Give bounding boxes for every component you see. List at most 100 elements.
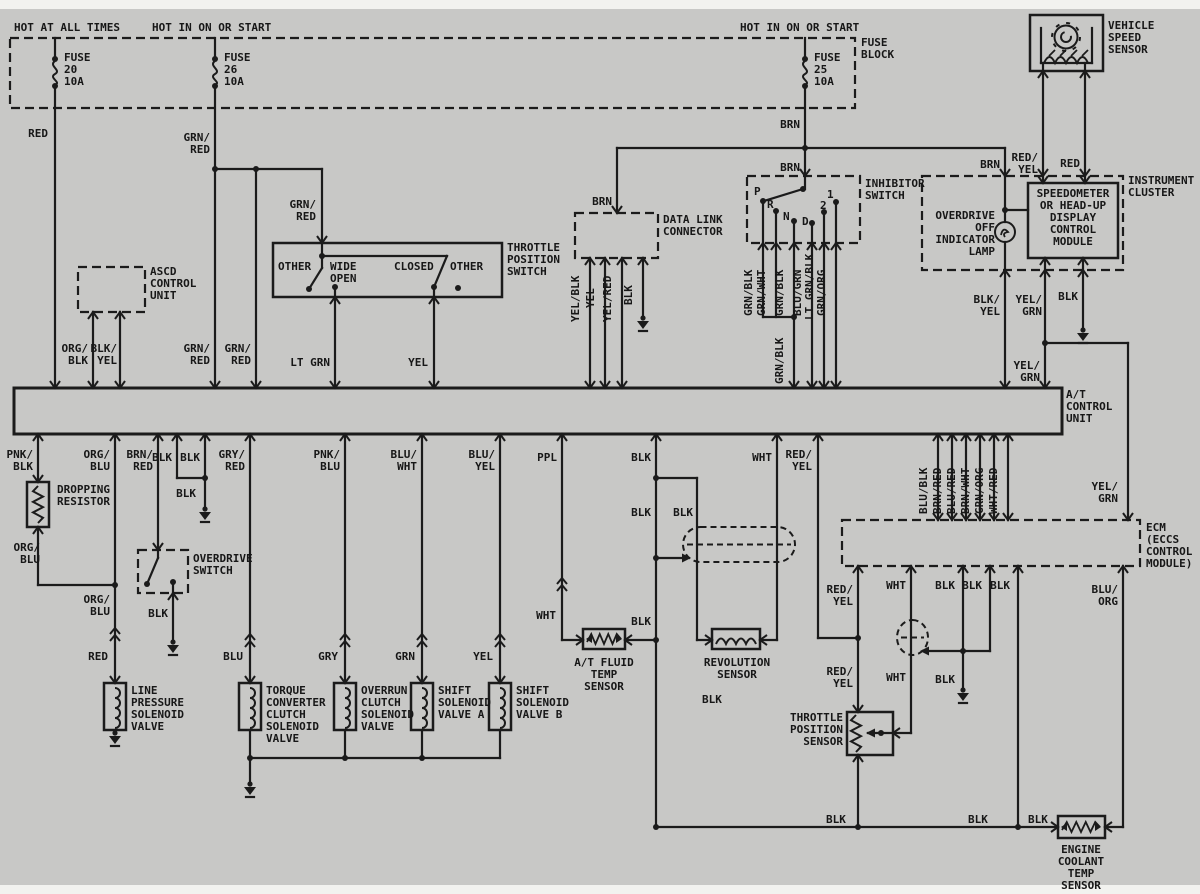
connector-icon [852, 704, 864, 714]
wire-color-label: GRN/BLK [742, 269, 755, 316]
wire-color-label: YEL [97, 354, 117, 367]
wire-color-label: BRN/RED [931, 467, 944, 514]
connector-icon [905, 564, 917, 574]
wire-color-label: ORG/ [14, 541, 41, 554]
shift-solenoid-b-label: SOLENOID [516, 696, 569, 709]
wire-color-label: RED [1060, 157, 1080, 170]
ground-icon [1077, 333, 1089, 341]
connector-icon [999, 268, 1011, 278]
connector-icon [1122, 512, 1134, 522]
connector-icon [209, 380, 221, 390]
wire-color-label: RED [28, 127, 48, 140]
overrun-clutch-solenoid-box [332, 681, 358, 732]
wire-color-label: BLK [935, 579, 955, 592]
wire-color-label: BLK [962, 579, 982, 592]
connector-icon [109, 432, 121, 442]
wire-color-label: BLU [223, 650, 243, 663]
connector-icon [152, 432, 164, 442]
vss-gear-icon [1060, 31, 1072, 43]
wire-color-label: BLK [1058, 290, 1078, 303]
tps-contact-closed: CLOSED [394, 260, 434, 273]
vss-gear-icon [1053, 24, 1079, 50]
wire [307, 266, 324, 291]
speedometer-module-label: OR HEAD-UP [1040, 199, 1107, 212]
at-control-unit-label: CONTROL [1066, 400, 1113, 413]
fuse-20-label: 20 [64, 63, 77, 76]
fuse-block-label: FUSE [861, 36, 888, 49]
speedometer-module-box [1026, 181, 1120, 260]
throttle-position-switch-box [271, 241, 504, 299]
wire-color-label: BLK [622, 285, 635, 305]
wire-color-label: YEL/ [1016, 293, 1043, 306]
connector-icon [171, 432, 183, 442]
wire-color-label: RED/ [786, 448, 813, 461]
throttle-position-switch-label: POSITION [507, 253, 560, 266]
junction-dot [332, 284, 338, 290]
overdrive-off-lamp-icon [1000, 228, 1010, 238]
wire [432, 254, 449, 289]
inhibitor-position-n: N [783, 210, 790, 223]
vehicle-speed-sensor-label: SPEED [1108, 31, 1141, 44]
fuse-icon [52, 60, 58, 86]
speedometer-module-label: MODULE [1053, 235, 1093, 248]
junction-dot [1042, 340, 1048, 346]
connector-icon [830, 241, 842, 251]
thermistor-icon [1061, 823, 1067, 831]
connector-icon [788, 241, 800, 251]
connector-icon [494, 432, 506, 442]
fuse-26-label: 26 [224, 63, 238, 76]
connector-icon [1002, 432, 1014, 442]
at-fluid-temp-sensor-label: TEMP [591, 668, 618, 681]
overrun-clutch-solenoid-label: SOLENOID [361, 708, 414, 721]
data-link-connector-box [573, 211, 660, 260]
thermistor-icon [586, 635, 592, 643]
inhibitor-position-p: P [754, 185, 761, 198]
overdrive-switch-box [136, 548, 190, 595]
ascd-control-unit-label: CONTROL [150, 277, 197, 290]
arrowhead-icon [866, 728, 875, 738]
inhibitor-position-1: 1 [827, 188, 834, 201]
connector-icon [616, 380, 628, 390]
junction-dot [791, 314, 797, 320]
ground-icon [640, 315, 646, 321]
connector-icon [960, 432, 972, 442]
connector-icon [152, 542, 164, 552]
connector-icon [758, 634, 768, 646]
overdrive-off-lamp-label: OFF [975, 221, 995, 234]
connector-icon [428, 295, 440, 305]
engine-coolant-temp-sensor-label: ENGINE [1061, 843, 1101, 856]
junction-dot [855, 635, 861, 641]
junction-dot [653, 824, 659, 830]
connector-icon [988, 432, 1000, 442]
wire-color-label: BLK [176, 487, 196, 500]
arrowhead-icon [920, 646, 929, 656]
wire-color-label: BLK/ [91, 342, 118, 355]
wire-color-label: RED [190, 354, 210, 367]
at-fluid-temp-sensor-label: A/T FLUID [574, 656, 634, 669]
revolution-sensor-label: SENSOR [717, 668, 757, 681]
wire-color-label: WHT [536, 609, 556, 622]
thermistor-icon [1095, 823, 1101, 831]
wire-color-label: GRN/ [184, 131, 211, 144]
wire-color-label: BLU [90, 605, 110, 618]
connector-icon [32, 474, 44, 484]
connector-icon [852, 753, 864, 763]
wire-color-label: GRN [1022, 305, 1042, 318]
connector-icon [244, 432, 256, 442]
wire-color-label: BLK [826, 813, 846, 826]
junction-dot [855, 824, 861, 830]
junction-dot [821, 209, 827, 215]
wire-color-label: BLK [68, 354, 88, 367]
connector-icon [49, 380, 61, 390]
junction-dot [212, 166, 218, 172]
vss-coil-icon [1070, 49, 1078, 57]
connector-icon [87, 380, 99, 390]
throttle-position-switch-label: THROTTLE [507, 241, 560, 254]
wire-color-label: BLU/RED [945, 467, 958, 514]
connector-icon [339, 675, 351, 685]
fuse-block-box [8, 36, 857, 110]
torque-converter-solenoid-label: CONVERTER [266, 696, 326, 709]
connector-icon [167, 591, 179, 601]
data-link-connector-label: CONNECTOR [663, 225, 723, 238]
wire-color-label: GRN/ORG [973, 467, 986, 514]
